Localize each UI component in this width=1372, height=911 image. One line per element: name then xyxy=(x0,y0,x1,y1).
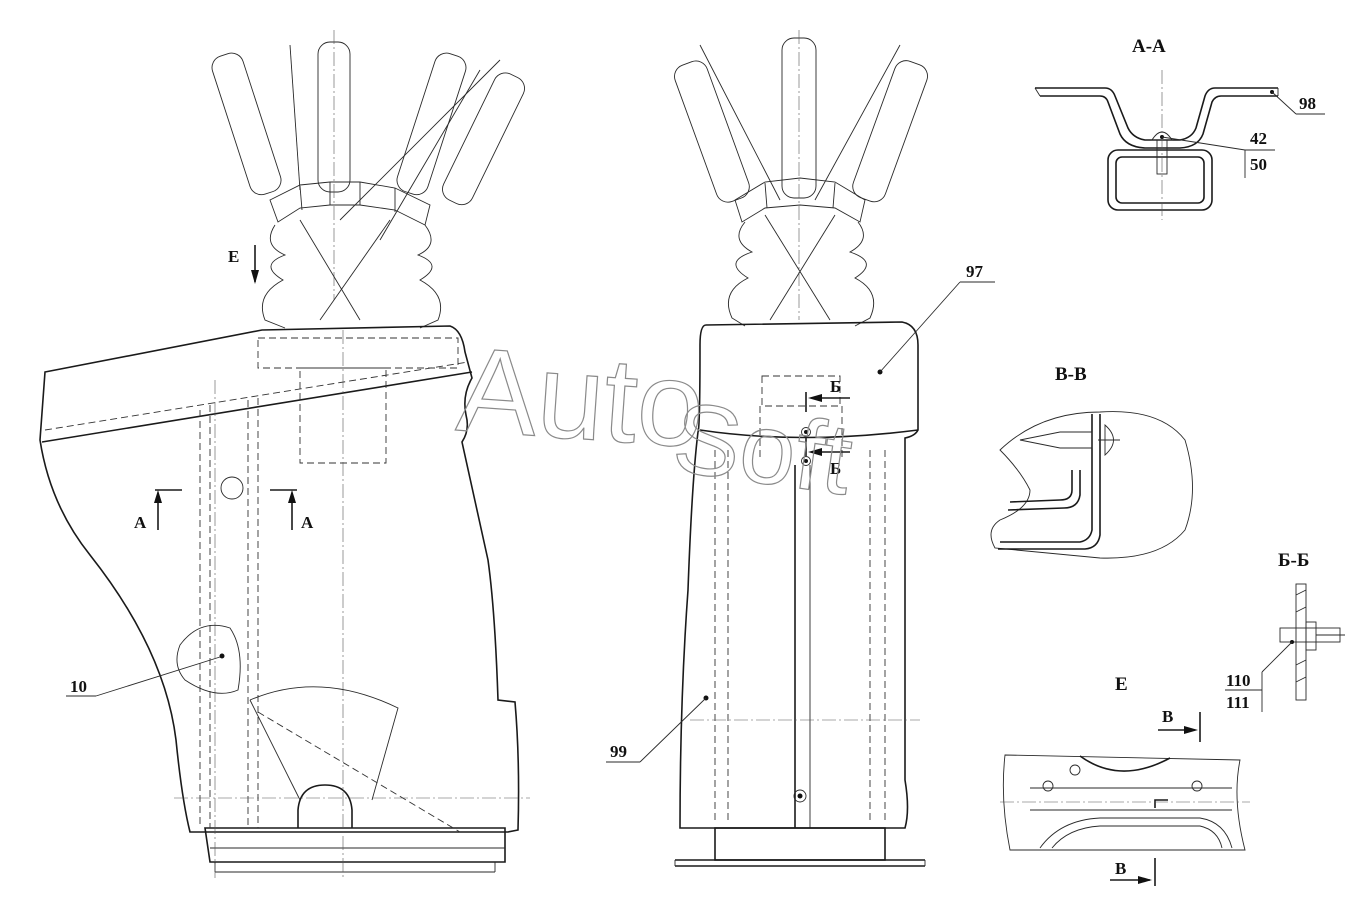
section-bb-title: Б-Б xyxy=(1278,550,1309,571)
side-view-body: А А Е 10 xyxy=(39,245,530,880)
callout-42: 42 xyxy=(1250,129,1267,148)
view-e-arrow-label: Е xyxy=(228,247,239,266)
callout-110: 110 xyxy=(1226,671,1251,690)
side-view-handles xyxy=(211,30,525,329)
front-view-body: Б Б 97 99 xyxy=(606,262,995,867)
callout-10: 10 xyxy=(70,677,87,696)
watermark-soft: Soft xyxy=(667,381,859,517)
section-a-right-label: А xyxy=(301,513,314,532)
section-marker-b: Б Б xyxy=(805,377,850,478)
front-view: Б Б 97 99 xyxy=(606,30,995,867)
callout-97: 97 xyxy=(966,262,984,281)
watermark-auto: Auto xyxy=(453,322,709,473)
section-marker-v: В В xyxy=(1110,707,1201,886)
section-v-bottom-label: В xyxy=(1115,859,1126,878)
callout-50: 50 xyxy=(1250,155,1267,174)
section-vv: В-В xyxy=(990,364,1193,559)
section-bb: Б-Б 110 111 xyxy=(1225,550,1345,712)
section-b-bottom-label: Б xyxy=(830,459,841,478)
view-e-arrow: Е xyxy=(228,245,259,284)
callout-98: 98 xyxy=(1299,94,1316,113)
view-e: Е В В xyxy=(1000,674,1250,886)
section-a-left-label: А xyxy=(134,513,147,532)
section-v-top-label: В xyxy=(1162,707,1173,726)
callout-99: 99 xyxy=(610,742,627,761)
side-view: А А Е 10 xyxy=(39,30,530,880)
section-aa-title: А-А xyxy=(1132,36,1166,57)
section-aa: А-А 98 42 50 xyxy=(1034,36,1325,220)
section-marker-a: А А xyxy=(134,489,314,532)
section-b-top-label: Б xyxy=(830,377,841,396)
watermark: Auto Soft xyxy=(453,322,860,518)
section-vv-title: В-В xyxy=(1055,364,1087,385)
view-e-title: Е xyxy=(1115,674,1128,695)
front-view-handles xyxy=(674,30,928,327)
callout-111: 111 xyxy=(1226,693,1250,712)
